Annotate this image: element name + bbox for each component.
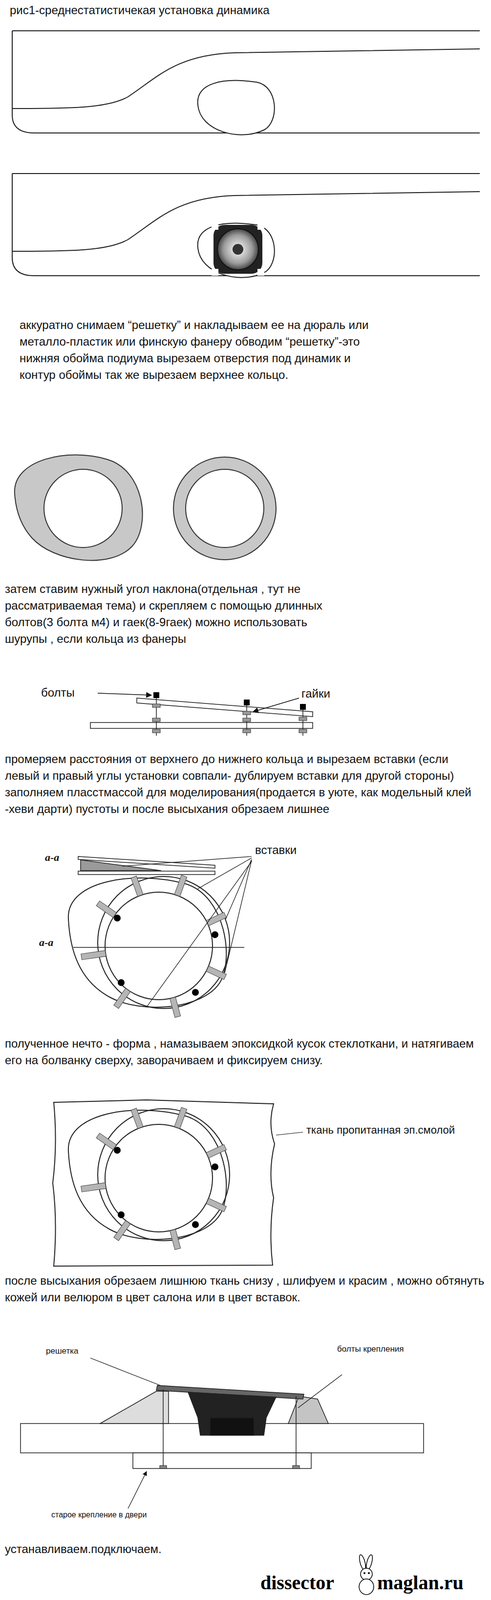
callout-label: решетка: [45, 1344, 79, 1357]
section-label: a-a: [44, 849, 60, 865]
instruction-text: затем ставим нужный угол наклона(отдельн…: [4, 580, 328, 647]
section-label: a-a: [39, 934, 54, 950]
instruction-text: после высыхания обрезаем лишнюю ткань сн…: [4, 1271, 487, 1305]
callout-label: болты крепления: [337, 1342, 406, 1355]
callout-label: гайки: [301, 684, 331, 702]
watermark: dissector: [260, 1571, 335, 1593]
figure-title: рис1-среднестатистичекая установка динам…: [9, 1, 270, 19]
instruction-text: устанавливаем.подключаем.: [4, 1539, 162, 1557]
instruction-text: аккуратно снимаем “решетку” и накладывае…: [19, 316, 377, 384]
callout-label: ткань пропитанная эп.смолой: [306, 1121, 455, 1137]
callout-label: вставки: [255, 841, 297, 858]
instruction-text: полученное нечто - форма , намазываем эп…: [4, 1034, 487, 1068]
watermark: maglan.ru: [377, 1571, 464, 1593]
callout-label: болты: [41, 683, 75, 701]
callout-label: старое крепление в двери: [51, 1508, 147, 1520]
instruction-text: промеряем расстояния от верхнего до нижн…: [4, 750, 487, 817]
